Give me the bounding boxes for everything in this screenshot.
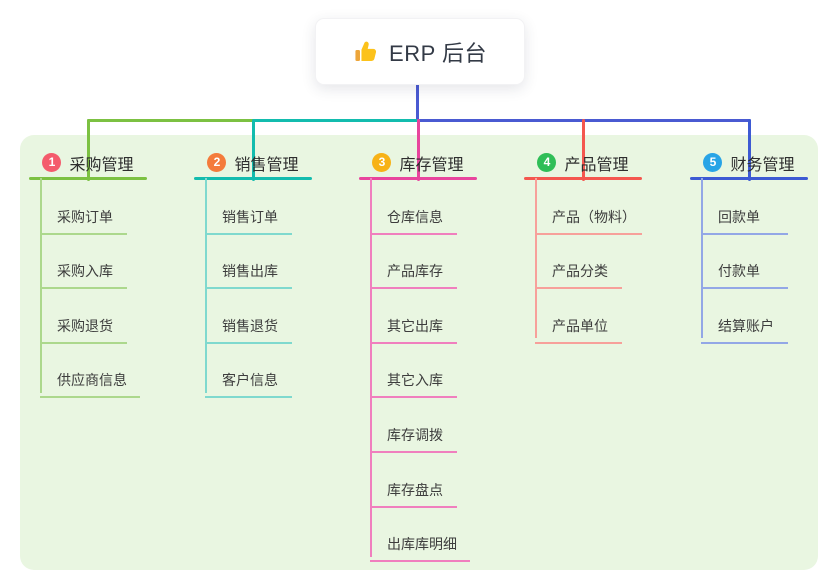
node-label[interactable]: 库存调拨 <box>370 425 457 453</box>
mindmap-node: 出库库明细 <box>359 508 477 563</box>
branch-heading-2[interactable]: 2 销售管理 <box>194 148 312 177</box>
branch-drop-line-5 <box>747 119 751 181</box>
branch-title: 库存管理 <box>399 156 464 174</box>
node-label[interactable]: 仓库信息 <box>370 207 457 235</box>
mindmap-node: 采购订单 <box>29 180 147 235</box>
mindmap-node: 供应商信息 <box>29 344 147 399</box>
mindmap-node: 产品分类 <box>524 235 642 290</box>
node-label[interactable]: 结算账户 <box>701 316 788 344</box>
mindmap-node: 销售出库 <box>194 235 312 290</box>
mindmap-node: 采购入库 <box>29 235 147 290</box>
node-label[interactable]: 客户信息 <box>205 370 292 399</box>
mindmap-node: 产品（物料） <box>524 180 642 235</box>
branch-title: 产品管理 <box>564 156 629 174</box>
root-stem-line <box>416 83 419 122</box>
mindmap-node: 其它入库 <box>359 344 477 399</box>
node-label[interactable]: 付款单 <box>701 261 788 290</box>
node-label[interactable]: 库存盘点 <box>370 480 457 508</box>
branch-subtree: 产品（物料） 产品分类产品单位 <box>524 178 642 344</box>
trunk-segment-2 <box>253 119 418 122</box>
branch-title: 财务管理 <box>730 156 795 174</box>
node-label[interactable]: 出库库明细 <box>370 534 470 563</box>
branch-column-2: 2 销售管理销售订单销售出库销售退货客户信息 <box>194 148 312 399</box>
node-label[interactable]: 采购入库 <box>40 261 127 290</box>
subtree-vertical-line <box>40 178 42 393</box>
node-label[interactable]: 销售退货 <box>205 316 292 344</box>
branch-underline <box>29 177 147 180</box>
branch-subtree: 销售订单销售出库销售退货客户信息 <box>194 178 312 399</box>
trunk-segment-1 <box>86 119 255 122</box>
branch-drop-line-4 <box>581 119 585 181</box>
node-label[interactable]: 采购退货 <box>40 316 127 344</box>
subtree-vertical-line <box>701 178 703 339</box>
branch-title: 销售管理 <box>234 156 299 174</box>
thumbs-up-icon <box>353 39 379 65</box>
branch-number-badge: 3 <box>372 153 392 172</box>
mindmap-node: 产品单位 <box>524 289 642 344</box>
node-label[interactable]: 采购订单 <box>40 207 127 235</box>
subtree-vertical-line <box>370 178 372 557</box>
branch-column-1: 1 采购管理采购订单采购入库采购退货供应商信息 <box>29 148 147 399</box>
branch-title: 采购管理 <box>69 156 134 174</box>
branch-number-badge: 2 <box>207 153 227 172</box>
mindmap-node: 回款单 <box>690 180 808 235</box>
mindmap-node: 付款单 <box>690 235 808 290</box>
background-panel <box>20 135 818 570</box>
node-label[interactable]: 回款单 <box>701 207 788 235</box>
subtree-vertical-line <box>535 178 537 339</box>
branch-underline <box>359 177 477 180</box>
node-label[interactable]: 产品库存 <box>370 261 457 290</box>
branch-drop-line-2 <box>251 119 255 181</box>
node-label[interactable]: 销售订单 <box>205 207 292 235</box>
mindmap-node: 采购退货 <box>29 289 147 344</box>
node-label[interactable]: 销售出库 <box>205 261 292 290</box>
root-node[interactable]: ERP 后台 <box>315 18 525 85</box>
branch-underline <box>690 177 808 180</box>
mindmap-node: 销售订单 <box>194 180 312 235</box>
root-label: ERP 后台 <box>389 40 487 66</box>
node-label[interactable]: 供应商信息 <box>40 370 140 399</box>
node-label[interactable]: 其它入库 <box>370 370 457 399</box>
branch-number-badge: 5 <box>703 153 723 172</box>
branch-column-5: 5 财务管理回款单付款单结算账户 <box>690 148 808 344</box>
branch-subtree: 回款单付款单结算账户 <box>690 178 808 344</box>
branch-heading-1[interactable]: 1 采购管理 <box>29 148 147 177</box>
node-label[interactable]: 产品分类 <box>535 261 622 290</box>
branch-subtree: 采购订单采购入库采购退货供应商信息 <box>29 178 147 399</box>
branch-subtree: 仓库信息产品库存其它出库其它入库库存调拨库存盘点出库库明细 <box>359 178 477 563</box>
branch-heading-3[interactable]: 3 库存管理 <box>359 148 477 177</box>
subtree-vertical-line <box>205 178 207 393</box>
branch-number-badge: 4 <box>537 153 557 172</box>
branch-heading-4[interactable]: 4 产品管理 <box>524 148 642 177</box>
mindmap-node: 其它出库 <box>359 289 477 344</box>
branch-underline <box>194 177 312 180</box>
branch-column-3: 3 库存管理仓库信息产品库存其它出库其它入库库存调拨库存盘点出库库明细 <box>359 148 477 563</box>
branch-column-4: 4 产品管理产品（物料） 产品分类产品单位 <box>524 148 642 344</box>
branch-drop-line-3 <box>416 119 420 181</box>
mindmap-node: 结算账户 <box>690 289 808 344</box>
mindmap-node: 库存盘点 <box>359 453 477 508</box>
branch-drop-line-1 <box>86 119 90 181</box>
mindmap-node: 仓库信息 <box>359 180 477 235</box>
branch-heading-5[interactable]: 5 财务管理 <box>690 148 808 177</box>
node-label[interactable]: 其它出库 <box>370 316 457 344</box>
branch-number-badge: 1 <box>42 153 62 172</box>
mindmap-node: 产品库存 <box>359 235 477 290</box>
node-label[interactable]: 产品单位 <box>535 316 622 344</box>
mindmap-node: 客户信息 <box>194 344 312 399</box>
mindmap-node: 销售退货 <box>194 289 312 344</box>
branch-underline <box>524 177 642 180</box>
node-label[interactable]: 产品（物料） <box>535 207 642 235</box>
mindmap-node: 库存调拨 <box>359 398 477 453</box>
